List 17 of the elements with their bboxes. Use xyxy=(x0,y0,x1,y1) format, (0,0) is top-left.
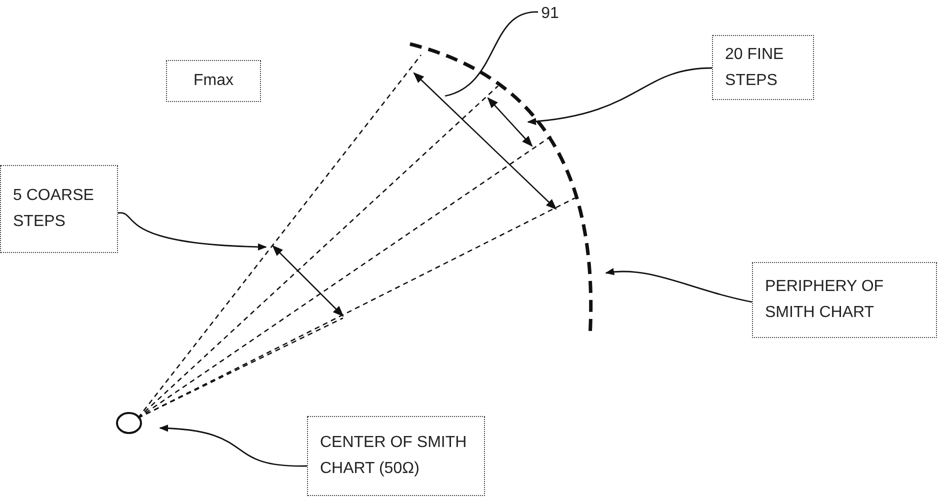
leader-line xyxy=(527,67,712,125)
box-label: 5 COARSE STEPS xyxy=(13,186,95,232)
box-label: 20 FINE STEPS xyxy=(725,44,785,90)
leader-line xyxy=(118,212,267,250)
leader-line xyxy=(444,11,538,97)
box-label: PERIPHERY OF SMITH CHART xyxy=(765,277,885,323)
label-box xyxy=(307,416,485,496)
box-label: CENTER OF SMITH CHART (50Ω) xyxy=(320,433,468,479)
leader-line xyxy=(605,268,752,303)
label-box xyxy=(752,262,937,338)
leader-line xyxy=(159,424,308,467)
box-label: Fmax xyxy=(194,71,234,92)
callout-number: 91 xyxy=(541,4,559,24)
center-circle xyxy=(116,412,142,434)
label-box xyxy=(166,60,261,102)
label-box xyxy=(0,165,118,253)
label-box xyxy=(712,35,814,100)
